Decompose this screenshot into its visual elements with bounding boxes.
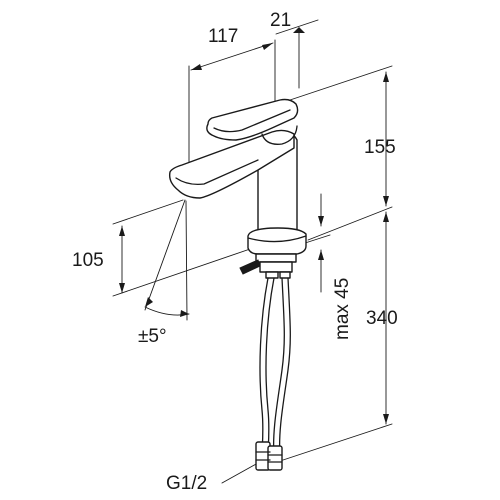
dim-label-155: 155 xyxy=(364,137,396,158)
faucet-lever xyxy=(206,98,299,141)
faucet-spout xyxy=(168,129,295,199)
hose-fitting-right xyxy=(267,445,283,471)
mounting-lever xyxy=(239,259,261,275)
dim-label-340: 340 xyxy=(366,308,398,329)
mounting-nut xyxy=(255,253,297,263)
dim-label-105: 105 xyxy=(72,250,104,271)
dim-label-max-45: max 45 xyxy=(332,278,353,340)
supply-hoses xyxy=(255,277,291,471)
dim-label-117: 117 xyxy=(208,26,238,47)
faucet xyxy=(168,98,307,279)
dim-label-21: 21 xyxy=(270,10,291,31)
dim-label-angle: ±5° xyxy=(138,326,167,347)
label-connection-thread: G1/2 xyxy=(166,473,207,494)
dimension-arrowheads xyxy=(119,27,389,424)
